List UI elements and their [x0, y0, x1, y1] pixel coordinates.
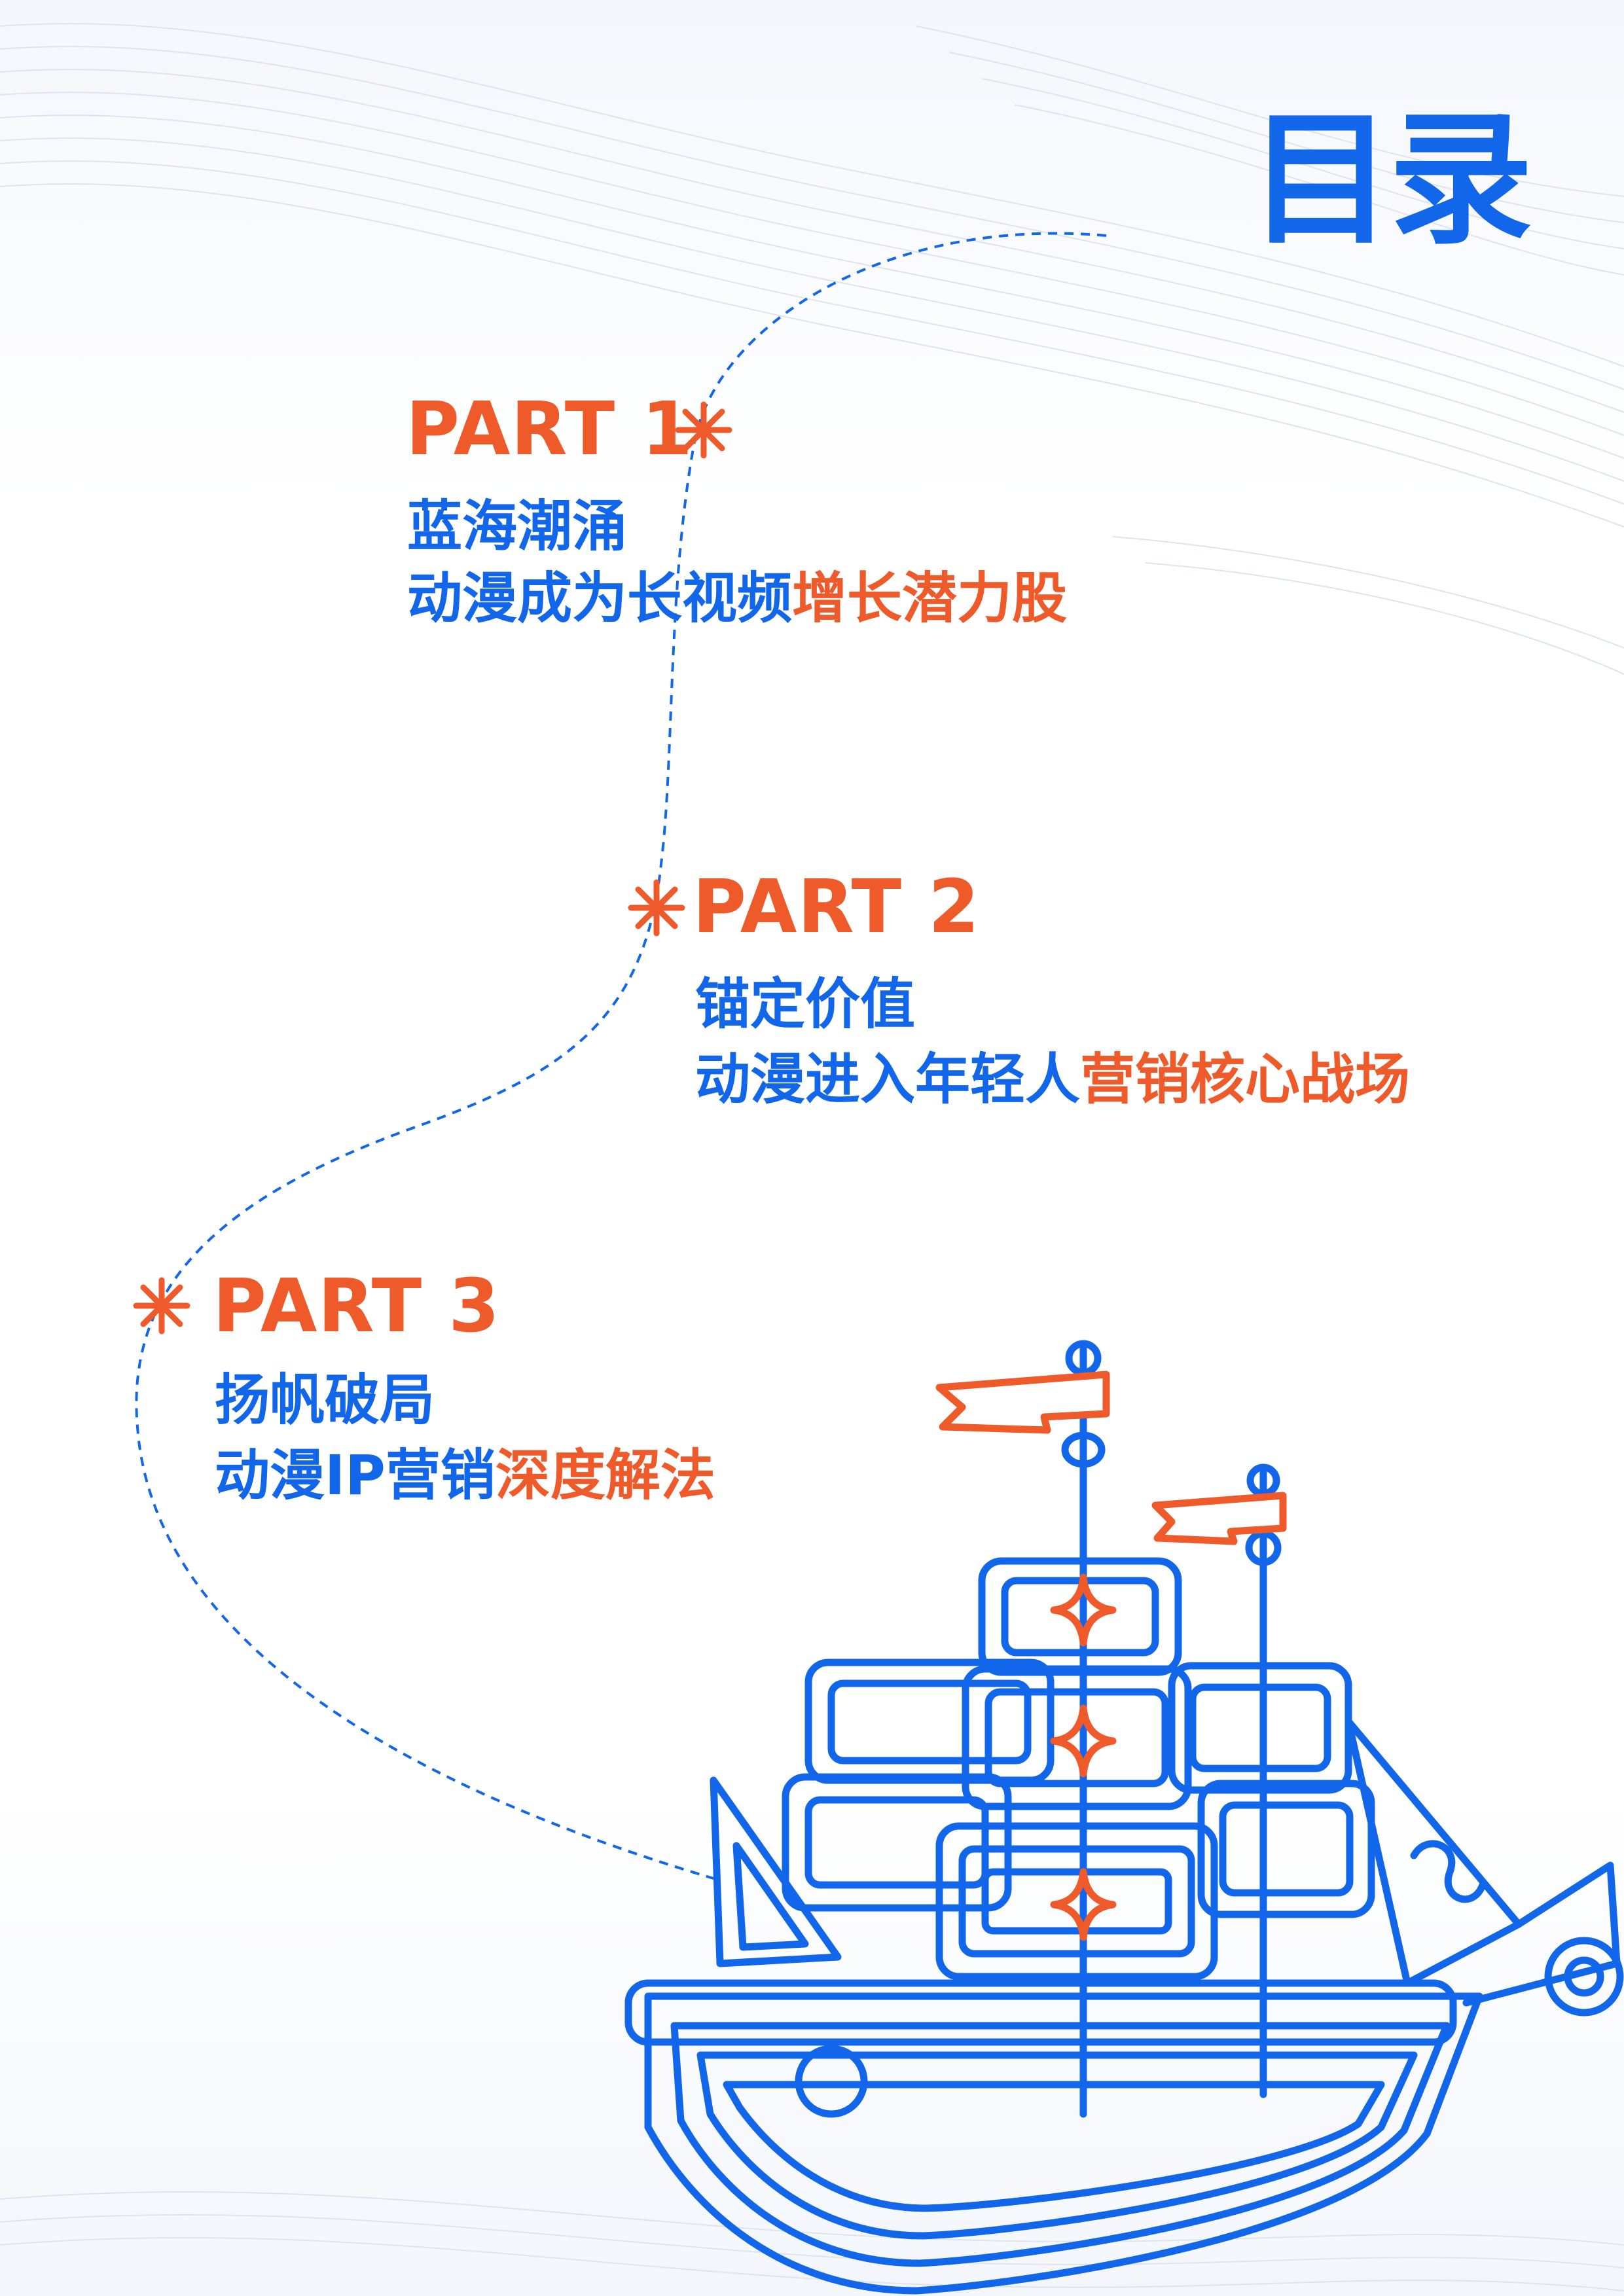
part-2-title: 锚定价值 — [695, 972, 916, 1036]
part-1-label: PART 1 — [406, 387, 694, 472]
part-1-subtitle-plain: 动漫成为长视频 — [407, 566, 793, 630]
part-2-label: PART 2 — [693, 865, 981, 950]
part-2-subtitle: 动漫进入年轻人营销核心战场 — [695, 1050, 1410, 1108]
part-2-subtitle-plain: 动漫进入年轻人 — [695, 1047, 1081, 1111]
page-title: 目录 — [1248, 96, 1533, 264]
asterisk-icon — [133, 1277, 190, 1335]
part-3-subtitle: 动漫IP营销深度解法 — [215, 1446, 715, 1504]
part-3-label: PART 3 — [213, 1264, 501, 1349]
part-3-title: 扬帆破局 — [215, 1368, 435, 1432]
asterisk-icon — [675, 401, 732, 459]
part-1-subtitle-highlight: 增长潜力股 — [792, 566, 1068, 630]
part-3-subtitle-highlight: 深度解法 — [495, 1443, 715, 1507]
part-1-subtitle: 动漫成为长视频增长潜力股 — [407, 569, 1067, 627]
part-1-title: 蓝海潮涌 — [407, 494, 628, 558]
part-2-subtitle-highlight: 营销核心战场 — [1080, 1047, 1411, 1111]
asterisk-icon — [628, 879, 685, 937]
part-3-subtitle-plain: 动漫IP营销 — [215, 1443, 496, 1507]
